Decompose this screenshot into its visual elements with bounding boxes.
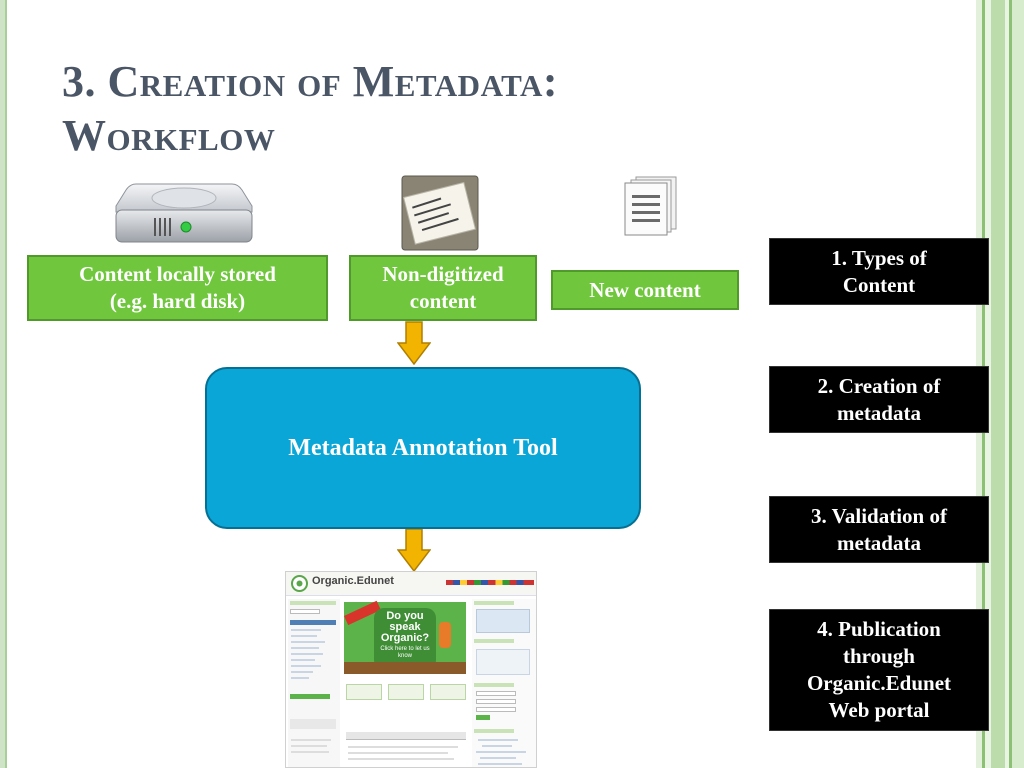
step-box-validation-of-metadata: 3. Validation of metadata [769, 496, 989, 563]
left-border-decoration [0, 0, 7, 768]
step-box-creation-of-metadata: 2. Creation of metadata [769, 366, 989, 433]
slide-title: 3. Creation of Metadata: Workflow [62, 55, 762, 163]
source-box-label: New content [589, 277, 701, 302]
portal-right-column [472, 599, 536, 767]
portal-logo-text: Organic.Edunet [312, 575, 394, 587]
source-box-label: Non-digitized [382, 262, 504, 286]
portal-logo-icon [291, 575, 308, 592]
step-label: metadata [837, 400, 921, 425]
portal-buttons-row [346, 684, 466, 700]
down-arrow-icon [397, 321, 431, 365]
step-label: metadata [837, 530, 921, 555]
step-box-publication: 4. Publication through Organic.Edunet We… [769, 609, 989, 731]
source-box-non-digitized: Non-digitized content [349, 255, 537, 321]
source-box-local-content: Content locally stored (e.g. hard disk) [27, 255, 328, 321]
hard-disk-icon [115, 183, 253, 243]
step-box-types-of-content: 1. Types of Content [769, 238, 989, 305]
step-label: through [843, 644, 915, 668]
source-box-new-content: New content [551, 270, 739, 310]
paper-notes-icon [401, 175, 479, 251]
step-label: 2. Creation of [817, 373, 941, 398]
language-flags [446, 580, 534, 585]
portal-header: Organic.Edunet [286, 572, 536, 596]
portal-promo-text: Do you speak Organic? Click here to let … [374, 608, 436, 670]
step-label: 4. Publication [817, 617, 941, 641]
step-label: 1. Types of [831, 245, 927, 270]
metadata-annotation-tool-box: Metadata Annotation Tool [205, 367, 641, 529]
documents-icon [624, 176, 677, 236]
step-label: Content [842, 272, 916, 297]
step-label: Organic.Edunet [806, 671, 952, 695]
source-box-label: content [409, 289, 477, 313]
portal-tabs-row [346, 732, 466, 740]
portal-promo-banner: Do you speak Organic? Click here to let … [344, 600, 466, 674]
portal-left-menu [288, 599, 340, 767]
organic-edunet-portal-screenshot: Organic.Edunet Do you speak Organic? Cli… [285, 571, 537, 768]
slide-title-line2: Workflow [62, 111, 276, 160]
down-arrow-icon [397, 528, 431, 572]
step-label: 3. Validation of [811, 503, 947, 528]
step-label: Web portal [828, 698, 930, 722]
slide-title-line1: 3. Creation of Metadata: [62, 57, 559, 106]
source-box-label: (e.g. hard disk) [109, 289, 246, 313]
tool-box-label: Metadata Annotation Tool [288, 434, 558, 461]
source-box-label: Content locally stored [79, 262, 276, 286]
